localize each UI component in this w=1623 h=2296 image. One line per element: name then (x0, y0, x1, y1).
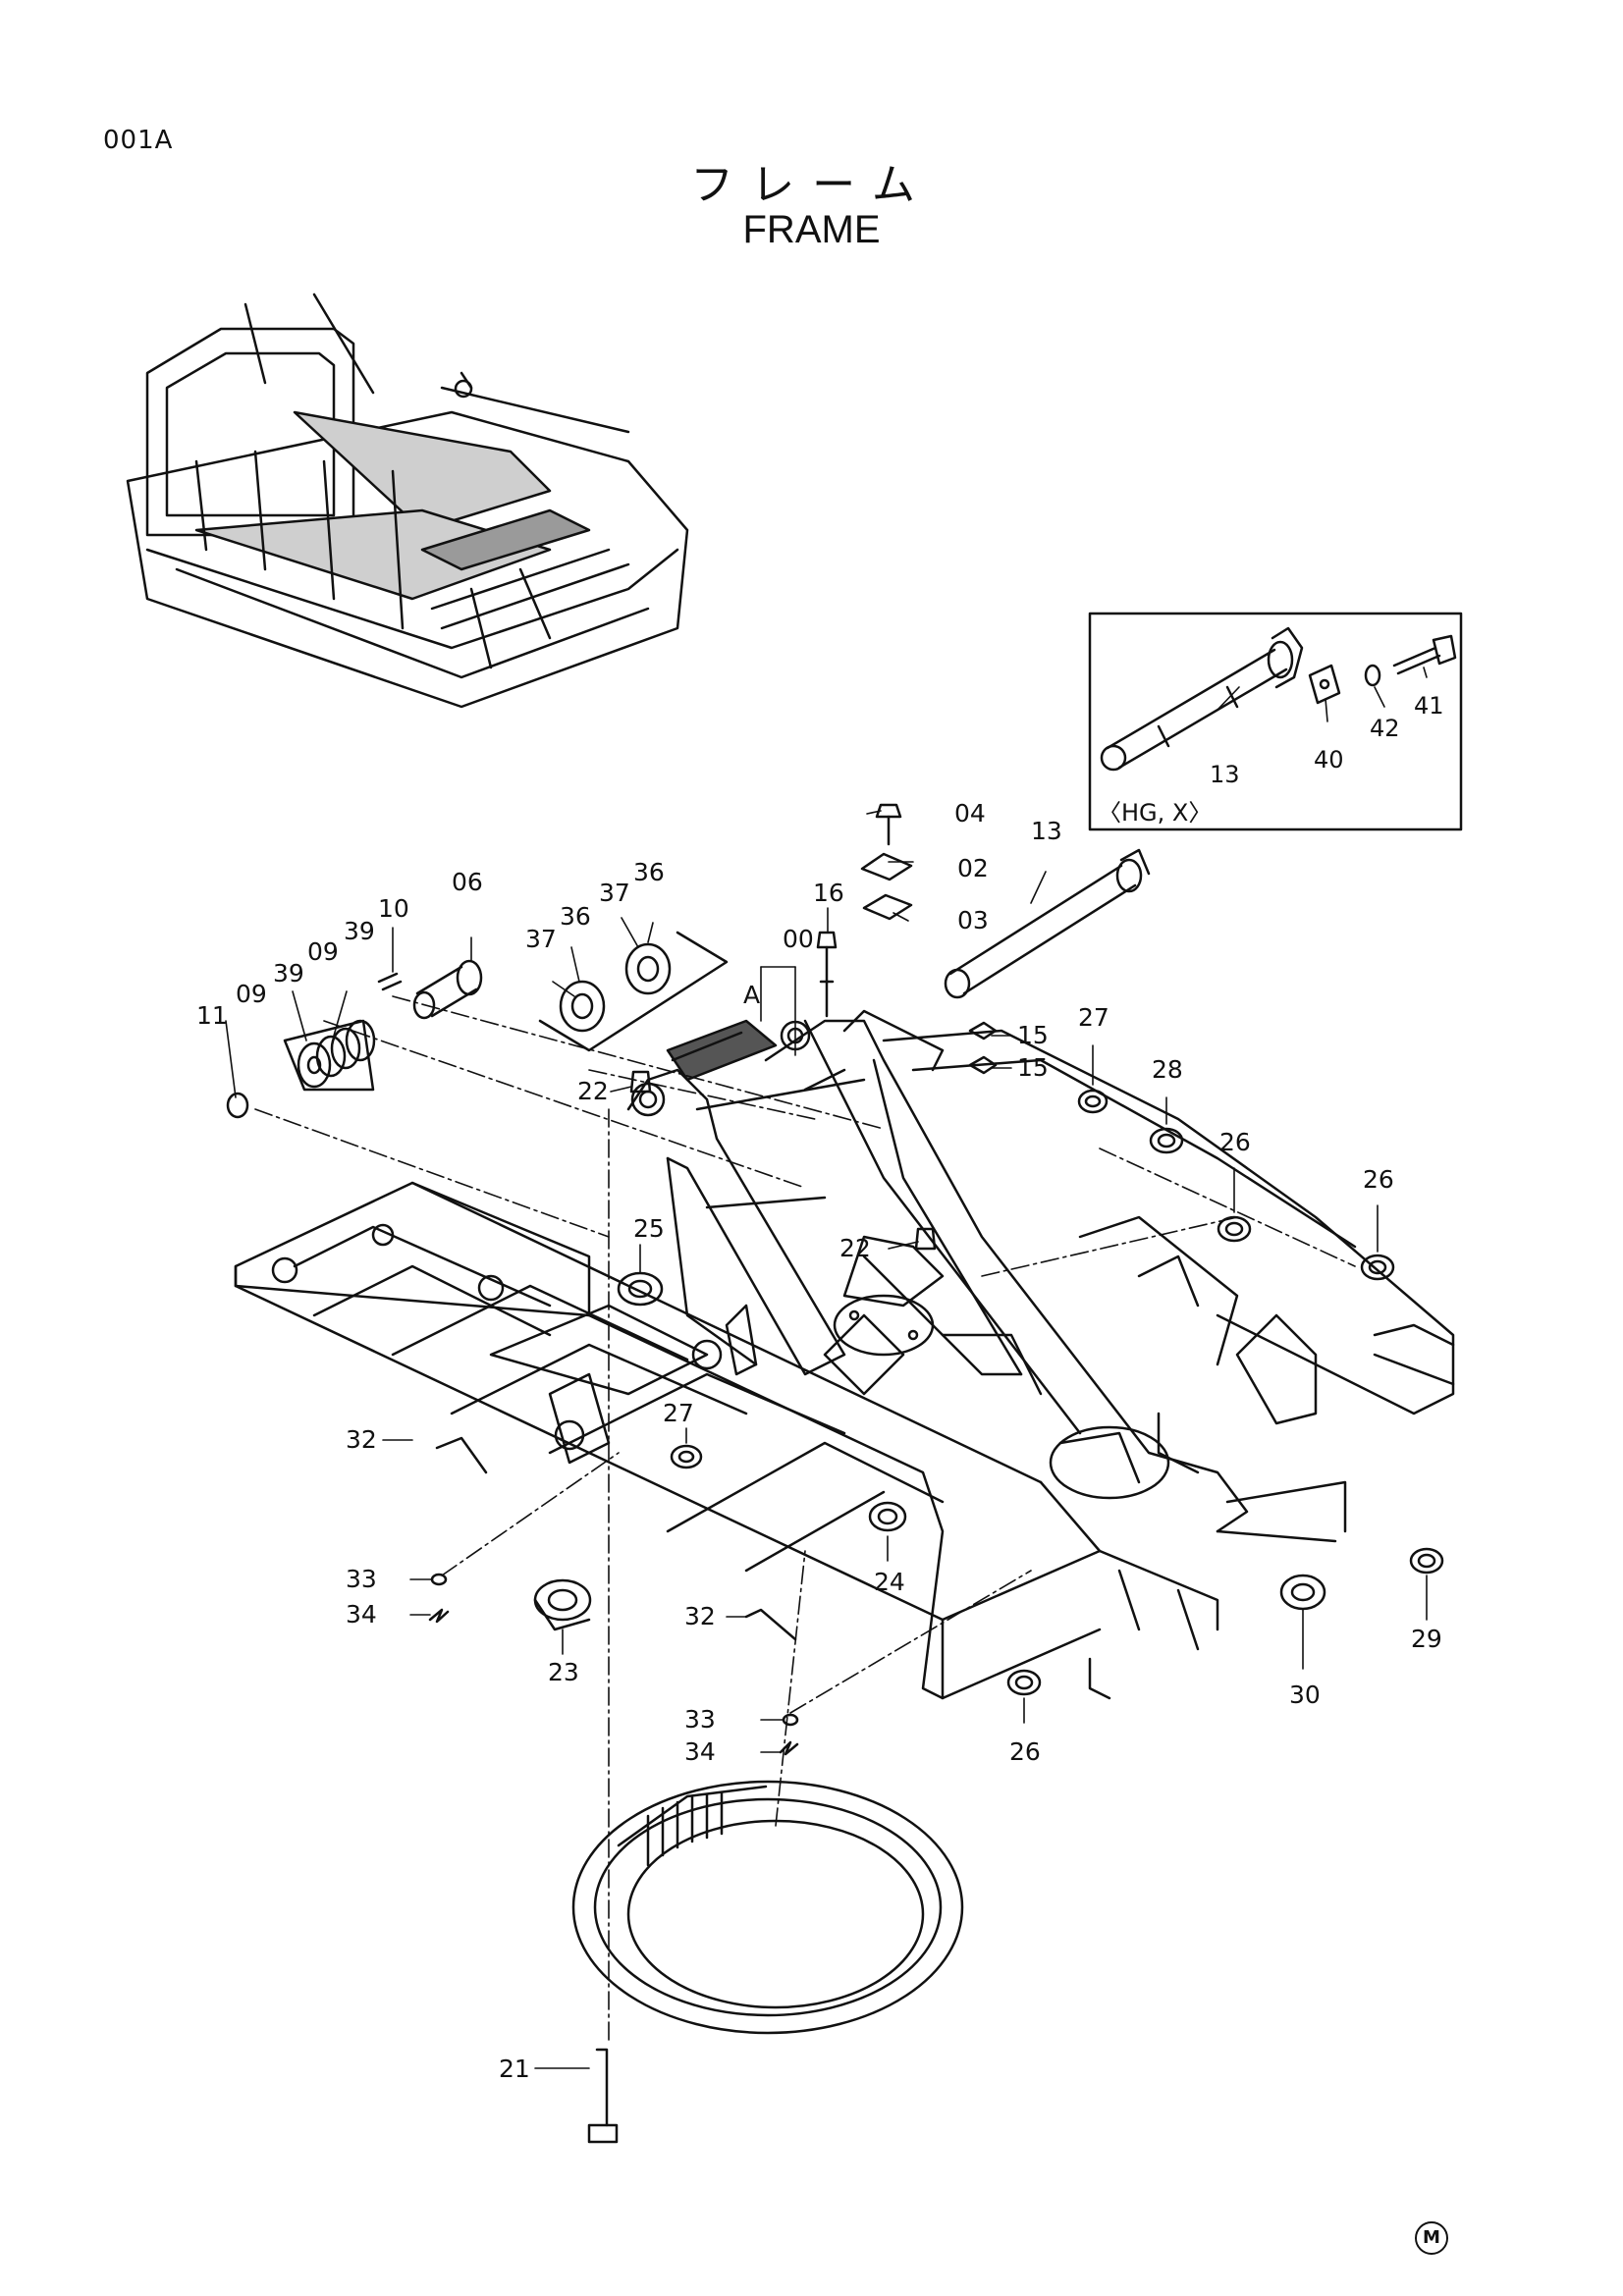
callout-26-c: 26 (1009, 1737, 1041, 1766)
pins-34 (428, 1608, 799, 1756)
inset-pin-shaft (1100, 626, 1304, 772)
m-mark-symbol: M (1415, 2221, 1448, 2255)
callout-37-upper: 37 (599, 879, 630, 907)
callout-15-upper: 15 (1017, 1021, 1049, 1049)
callout-15-lower: 15 (1017, 1053, 1049, 1082)
inset-box (1088, 612, 1463, 831)
bolt-16 (816, 931, 838, 1018)
page-code: 001A (103, 126, 174, 155)
callout-11: 11 (196, 1001, 228, 1030)
assembly-lines (254, 995, 1356, 2043)
callout-00: 00 (783, 925, 814, 953)
callout-26-a: 26 (1219, 1128, 1251, 1156)
inset-callout-42: 42 (1370, 715, 1400, 742)
callout-32-left: 32 (346, 1425, 377, 1454)
slewing-ring (571, 1780, 964, 2035)
callout-39-upper: 39 (344, 917, 375, 945)
pin-10 (377, 972, 403, 991)
boom-mount (626, 1019, 1249, 1533)
callout-27-upper: 27 (1078, 1003, 1109, 1032)
rear-frame (882, 1029, 1455, 1700)
brackets-32 (435, 1436, 797, 1641)
callout-34-right: 34 (684, 1737, 716, 1766)
overview-machine-sketch (126, 293, 689, 709)
nuts-15 (968, 1021, 998, 1075)
callout-04: 04 (954, 799, 986, 828)
inset-lock-plate (1308, 664, 1341, 705)
callout-26-b: 26 (1363, 1165, 1394, 1194)
callout-33-left: 33 (346, 1565, 377, 1593)
pin-06 (412, 959, 483, 1020)
callout-37-lower: 37 (525, 925, 557, 953)
inset-variant-label: 〈HG, X〉 (1098, 799, 1212, 827)
callout-24: 24 (874, 1568, 905, 1596)
title-japanese: フレーム (690, 160, 933, 210)
callout-02: 02 (957, 854, 989, 882)
inset-callout-13: 13 (1210, 761, 1240, 788)
callout-33-right: 33 (684, 1705, 716, 1734)
bolt-21 (587, 2048, 619, 2144)
mount-pads (533, 1089, 1444, 1696)
callout-13: 13 (1031, 817, 1062, 845)
bolt-04 (875, 803, 902, 846)
shims-36-37 (538, 931, 729, 1052)
shims-09-39 (226, 1019, 376, 1119)
title-english: FRAME (742, 208, 881, 251)
callout-06: 06 (452, 868, 483, 896)
callout-09-lower: 09 (236, 980, 267, 1008)
callout-25: 25 (633, 1214, 665, 1243)
main-frame (234, 1009, 1102, 1700)
callout-27-lower: 27 (663, 1399, 694, 1427)
callout-39-lower: 39 (273, 959, 304, 988)
inset-washer (1364, 664, 1381, 687)
callout-28: 28 (1152, 1055, 1183, 1084)
inset-callout-40: 40 (1314, 746, 1344, 774)
plate-A (666, 1019, 778, 1082)
callout-36-upper: 36 (633, 858, 665, 886)
callout-34-left: 34 (346, 1600, 377, 1629)
pin-13 (944, 848, 1151, 999)
callout-22-lower: 22 (839, 1234, 871, 1262)
leader-lines (225, 667, 1428, 2069)
callout-36-lower: 36 (560, 902, 591, 931)
callout-A: A (743, 981, 760, 1009)
callout-30: 30 (1289, 1681, 1321, 1709)
callout-21: 21 (499, 2055, 530, 2083)
plates-02-03 (860, 852, 913, 921)
callout-32-right: 32 (684, 1602, 716, 1630)
inset-bolt (1392, 634, 1457, 675)
callout-16: 16 (813, 879, 844, 907)
callout-29: 29 (1411, 1625, 1442, 1653)
washers-33 (430, 1573, 799, 1727)
inset-callout-41: 41 (1414, 692, 1444, 720)
callout-10: 10 (378, 894, 409, 923)
callout-03: 03 (957, 906, 989, 934)
callout-09-upper: 09 (307, 937, 339, 966)
callout-23: 23 (548, 1658, 579, 1686)
callout-22-upper: 22 (577, 1077, 609, 1105)
